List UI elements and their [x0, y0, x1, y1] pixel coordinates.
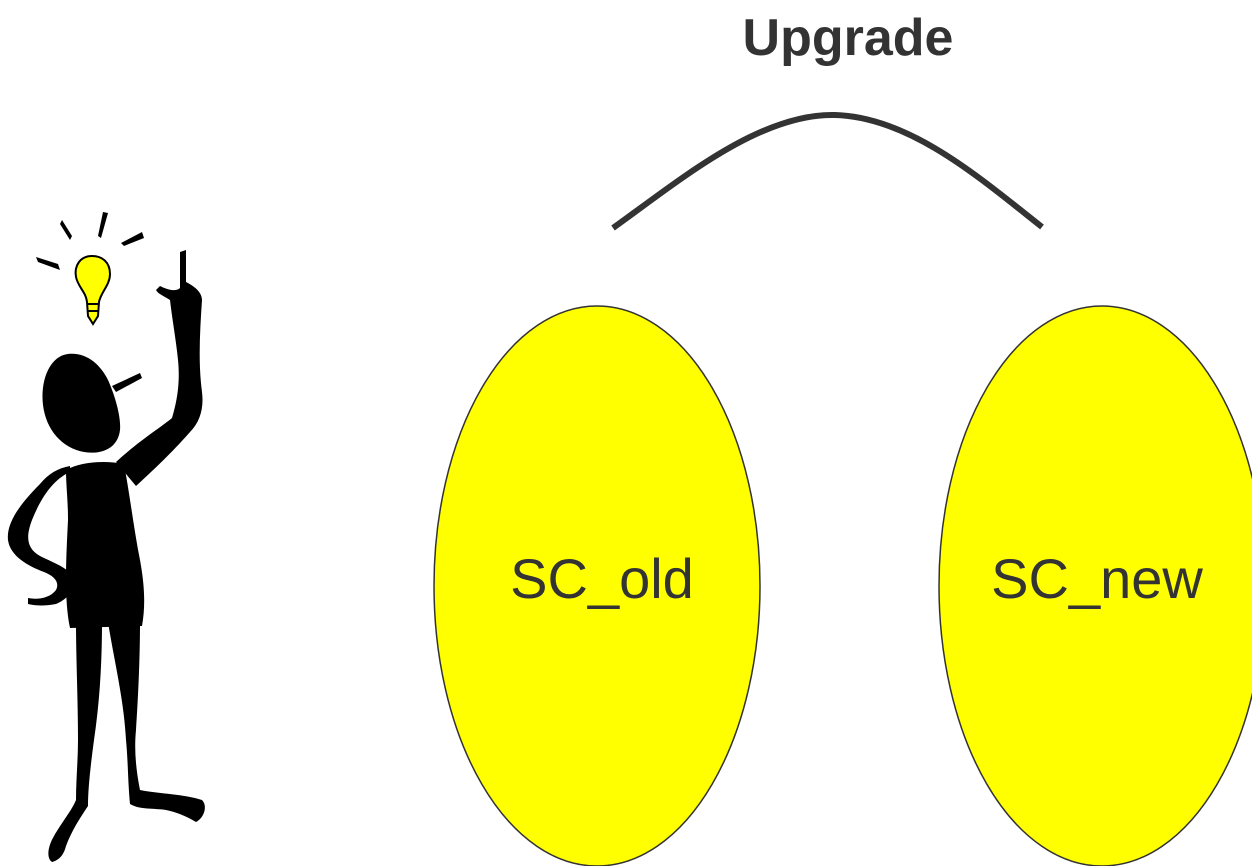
node-sc-new — [938, 305, 1252, 866]
person-hip-arm — [7, 466, 75, 606]
person-head — [42, 353, 121, 453]
idea-rays-icon — [36, 212, 144, 270]
diagram-title: Upgrade — [742, 9, 954, 67]
person-left-leg — [48, 622, 102, 862]
node-label-sc-old: SC_old — [510, 547, 694, 610]
person-raised-arm — [116, 250, 203, 486]
person-torso — [66, 462, 145, 628]
idea-person-lightbulb-icon — [7, 212, 205, 862]
lightbulb-icon — [74, 254, 112, 326]
person-cap-brim — [112, 373, 142, 392]
upgrade-arc — [611, 111, 1044, 231]
node-label-sc-new: SC_new — [991, 547, 1203, 610]
person-right-leg — [108, 622, 205, 822]
node-sc-old — [433, 305, 761, 866]
